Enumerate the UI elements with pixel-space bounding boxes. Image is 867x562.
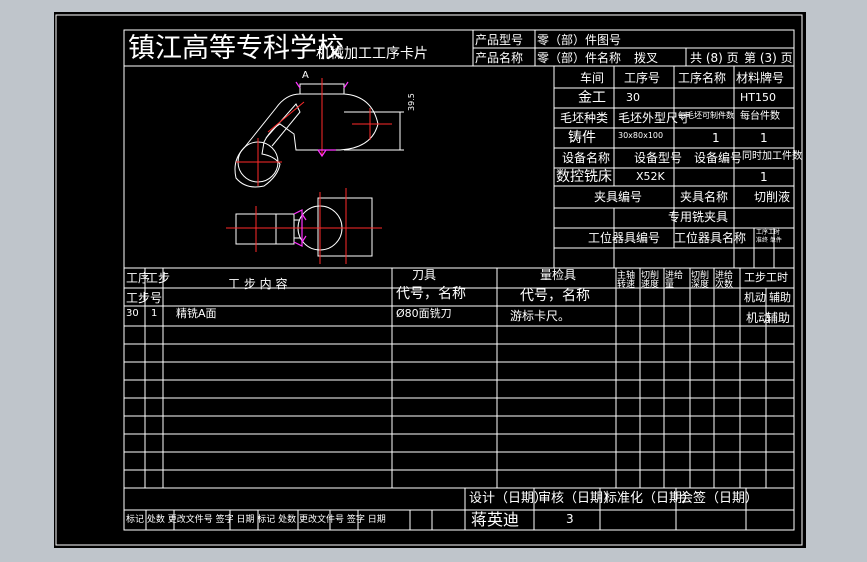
per-unit-label: 每台件数 — [740, 111, 780, 122]
coolant-label: 切削液 — [754, 190, 791, 204]
col-no: 工步号 — [126, 291, 163, 305]
col-aux: 辅助 — [769, 291, 791, 304]
blank-count-value: 1 — [712, 131, 720, 145]
product-name-label: 产品名称 — [475, 51, 524, 65]
row1-time-machine: 机动 — [746, 311, 771, 325]
col-feed: 进给量 — [665, 271, 684, 290]
part-name-label: 零（部）件名称 — [537, 51, 622, 65]
sheet — [54, 12, 806, 548]
fixture-name-label: 夹具名称 — [680, 190, 729, 204]
design-label: 设计（日期） — [469, 491, 548, 506]
fixture-name-value: 专用铣夹具 — [668, 210, 729, 224]
process-no-value: 30 — [626, 91, 640, 104]
process-no-label: 工序号 — [624, 71, 661, 85]
row1-content: 精铣A面 — [176, 307, 217, 320]
blank-size-value: 30x80x100 — [618, 131, 664, 140]
workshop-label: 车间 — [580, 71, 605, 85]
equip-model-value: X52K — [636, 170, 665, 183]
process-name-label: 工序名称 — [678, 71, 727, 85]
per-unit-value: 1 — [760, 131, 768, 145]
col-cut-speed: 切削速度 — [641, 271, 660, 290]
col-step: 工步 — [146, 271, 171, 285]
col-content: 工 步 内 容 — [228, 277, 288, 291]
part-name-value: 拨叉 — [634, 51, 659, 65]
equip-name-label: 设备名称 — [562, 151, 611, 165]
col-hours: 工步工时 — [744, 271, 788, 284]
col-tool: 刀具 — [412, 268, 437, 282]
col-passes: 进给次数 — [715, 271, 734, 290]
station-no-label: 工位器具编号 — [588, 231, 661, 245]
col-tool-sub: 代号，名称 — [396, 286, 466, 302]
col-depth: 切削深度 — [691, 271, 710, 290]
part-drawing-front — [226, 188, 382, 264]
time-label: 工序工时 — [756, 229, 781, 236]
total-pages: 共 (8) 页 — [690, 51, 739, 65]
page-no: 第 (3) 页 — [744, 51, 793, 65]
col-gauge-sub: 代号，名称 — [520, 288, 590, 304]
row1-tool: Ø80面铣刀 — [396, 307, 452, 320]
row1-gauge: 游标卡尺。 — [510, 309, 571, 323]
time-sub: 准终 单件 — [756, 237, 782, 244]
col-machine: 机动 — [744, 291, 766, 304]
standardization-label: 标准化（日期） — [604, 491, 696, 506]
blank-count-label: 每毛坯可制件数 — [678, 111, 734, 120]
simul-value: 1 — [760, 170, 768, 184]
row1-process: 30 — [126, 308, 139, 319]
workshop-value: 金工 — [578, 90, 606, 106]
dimension-label: 39.5 — [407, 93, 416, 111]
part-no-label: 零（部）件图号 — [537, 33, 622, 47]
part-drawing-top — [234, 78, 404, 188]
col-gauge: 量检具 — [540, 268, 577, 282]
review-label: 审核（日期） — [538, 491, 617, 506]
material-value: HT150 — [740, 91, 776, 104]
product-model-label: 产品型号 — [475, 33, 524, 47]
row1-time-aux: 辅助 — [766, 311, 791, 325]
row1-step: 1 — [151, 308, 158, 319]
equip-no-label: 设备编号 — [694, 151, 743, 165]
school-name: 镇江高等专科学校 — [128, 33, 344, 64]
equip-name-value: 数控铣床 — [556, 169, 612, 185]
blank-type-label: 毛坯种类 — [560, 111, 609, 125]
view-label: A — [302, 70, 309, 81]
material-label: 材料牌号 — [736, 71, 785, 85]
fixture-no-label: 夹具编号 — [594, 190, 643, 204]
designer-name: 蒋英迪 — [471, 510, 520, 529]
simul-label: 同时加工件数 — [742, 151, 802, 162]
col-process: 工序 — [126, 271, 151, 285]
blank-size-label: 毛坯外型尺寸 — [618, 111, 691, 125]
equip-model-label: 设备型号 — [634, 151, 683, 165]
col-spindle-speed: 主轴转速 — [617, 271, 636, 290]
date-value: 3 — [566, 512, 574, 526]
revision-row: 标记 处数 更改文件号 签字 日期 标记 处数 更改文件号 签字 日期 — [126, 515, 386, 525]
blank-type-value: 铸件 — [568, 130, 596, 146]
card-title: 机械加工工序卡片 — [316, 46, 428, 62]
station-name-label: 工位器具名称 — [674, 231, 747, 245]
countersign-label: 会签（日期） — [680, 491, 759, 506]
